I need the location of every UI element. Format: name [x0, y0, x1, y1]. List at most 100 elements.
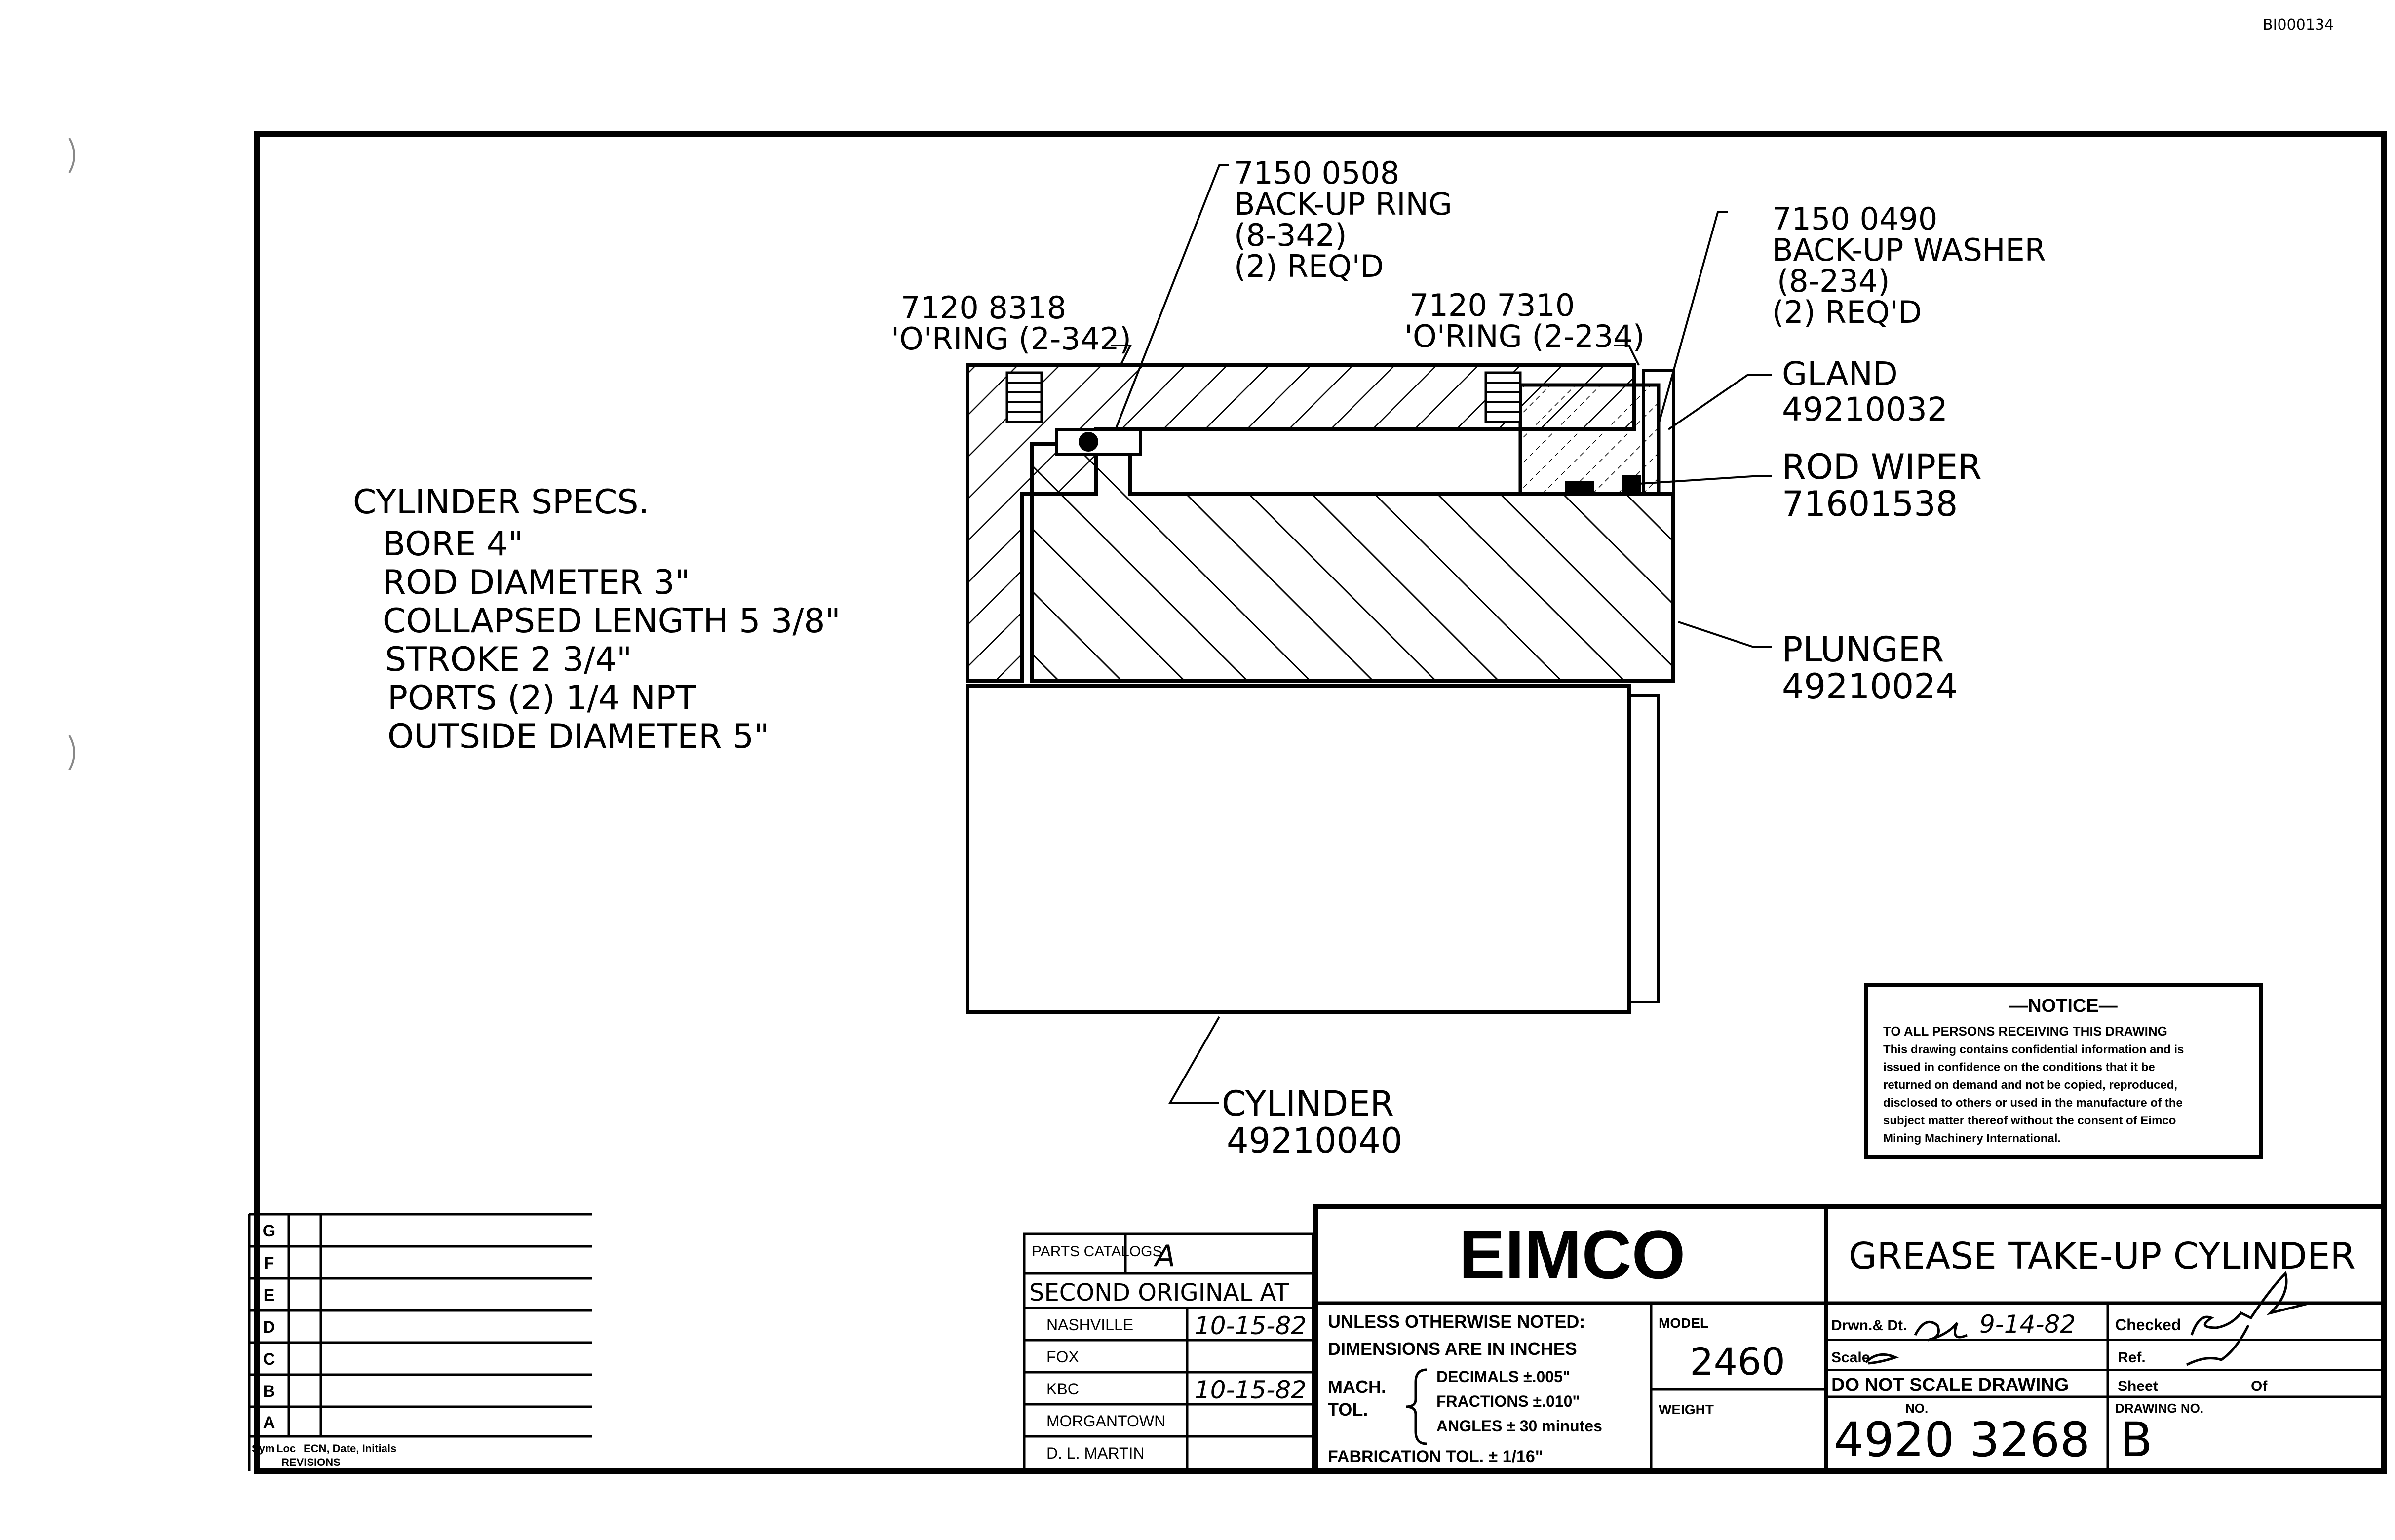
svg-text:Sym: Sym [252, 1442, 274, 1455]
svg-text:49210040: 49210040 [1227, 1120, 1402, 1161]
svg-text:DO NOT SCALE DRAWING: DO NOT SCALE DRAWING [1831, 1375, 2069, 1395]
svg-text:49210024: 49210024 [1782, 666, 1958, 707]
svg-text:DIMENSIONS ARE IN INCHES: DIMENSIONS ARE IN INCHES [1328, 1339, 1577, 1359]
svg-text:7120 7310: 7120 7310 [1409, 287, 1575, 323]
svg-text:UNLESS OTHERWISE NOTED:: UNLESS OTHERWISE NOTED: [1328, 1311, 1585, 1332]
callout-plunger: PLUNGER 49210024 [1782, 629, 1958, 707]
svg-text:(2) REQ'D: (2) REQ'D [1234, 248, 1384, 284]
svg-text:D. L. MARTIN: D. L. MARTIN [1046, 1444, 1145, 1462]
svg-text:NASHVILLE: NASHVILLE [1046, 1316, 1133, 1334]
svg-text:ROD DIAMETER 3": ROD DIAMETER 3" [383, 563, 690, 602]
svg-text:Sheet: Sheet [2118, 1378, 2158, 1394]
svg-text:MODEL: MODEL [1659, 1315, 1708, 1331]
svg-text:This drawing contains confiden: This drawing contains confidential infor… [1883, 1043, 2184, 1056]
svg-text:KBC: KBC [1046, 1380, 1079, 1398]
drawing-number: 4920 3268 [1834, 1412, 2090, 1467]
svg-text:SECOND ORIGINAL AT: SECOND ORIGINAL AT [1029, 1279, 1289, 1307]
svg-text:7150 0508: 7150 0508 [1234, 155, 1399, 191]
handwritten-signatures [1865, 1271, 2311, 1366]
revision-letter: B [2120, 1412, 2153, 1467]
svg-text:REVISIONS: REVISIONS [281, 1456, 341, 1468]
svg-text:DECIMALS ±.005": DECIMALS ±.005" [1436, 1368, 1570, 1386]
svg-text:10-15-82: 10-15-82 [1195, 1376, 1307, 1404]
svg-text:PORTS (2) 1/4 NPT: PORTS (2) 1/4 NPT [387, 679, 696, 718]
svg-text:10-15-82: 10-15-82 [1195, 1311, 1307, 1340]
svg-text:STROKE 2 3/4": STROKE 2 3/4" [385, 640, 632, 679]
cylinder-specs: CYLINDER SPECS. BORE 4" ROD DIAMETER 3" … [353, 483, 841, 756]
svg-text:DRAWING NO.: DRAWING NO. [2115, 1401, 2203, 1416]
svg-text:returned on demand and not be: returned on demand and not be copied, re… [1883, 1078, 2177, 1092]
model-number: 2460 [1690, 1340, 1785, 1384]
svg-text:FRACTIONS ±.010": FRACTIONS ±.010" [1436, 1392, 1580, 1410]
svg-text:(8-342): (8-342) [1234, 217, 1347, 253]
svg-text:A: A [1153, 1239, 1175, 1273]
svg-text:ROD WIPER: ROD WIPER [1782, 447, 1982, 487]
company-name: EIMCO [1459, 1216, 1686, 1293]
svg-text:Checked: Checked [2115, 1316, 2181, 1334]
scan-mark [68, 138, 75, 173]
svg-text:MACH.: MACH. [1328, 1377, 1386, 1397]
svg-text:CYLINDER: CYLINDER [1222, 1083, 1394, 1124]
svg-text:F: F [264, 1254, 274, 1272]
svg-text:BACK-UP RING: BACK-UP RING [1234, 186, 1452, 222]
svg-text:NO.: NO. [1905, 1401, 1928, 1416]
svg-text:disclosed to others or used in: disclosed to others or used in the manuf… [1883, 1096, 2183, 1110]
svg-text:MORGANTOWN: MORGANTOWN [1046, 1412, 1165, 1430]
svg-text:GLAND: GLAND [1782, 355, 1898, 393]
svg-text:Mining Machinery International: Mining Machinery International. [1883, 1132, 2061, 1145]
svg-text:C: C [263, 1350, 275, 1369]
svg-text:Of: Of [2251, 1378, 2268, 1394]
svg-text:7120 8318: 7120 8318 [901, 290, 1066, 326]
parts-catalogs-text: PARTS CATALOGS A SECOND ORIGINAL AT NASH… [1029, 1239, 1307, 1462]
callout-rod-wiper: ROD WIPER 71601538 [1782, 447, 1982, 524]
svg-text:ANGLES ± 30 minutes: ANGLES ± 30 minutes [1436, 1417, 1602, 1435]
svg-text:BORE 4": BORE 4" [383, 525, 523, 564]
svg-text:FOX: FOX [1046, 1348, 1079, 1366]
svg-text:TO ALL PERSONS RECEIVING THIS: TO ALL PERSONS RECEIVING THIS DRAWING [1883, 1024, 2167, 1039]
drawing-title: GREASE TAKE-UP CYLINDER [1849, 1235, 2356, 1277]
svg-text:BACK-UP WASHER: BACK-UP WASHER [1772, 232, 2046, 268]
svg-text:49210032: 49210032 [1782, 390, 1948, 428]
svg-text:issued in confidence on the co: issued in confidence on the conditions t… [1883, 1061, 2155, 1074]
svg-text:WEIGHT: WEIGHT [1659, 1402, 1714, 1417]
svg-text:7150 0490: 7150 0490 [1772, 201, 1937, 237]
scan-mark [68, 735, 75, 770]
svg-text:TOL.: TOL. [1328, 1399, 1368, 1420]
svg-text:9-14-82: 9-14-82 [1979, 1310, 2076, 1339]
callout-gland: GLAND 49210032 [1782, 355, 1948, 428]
svg-text:CYLINDER SPECS.: CYLINDER SPECS. [353, 483, 649, 522]
svg-text:(8-234): (8-234) [1777, 263, 1890, 299]
cylinder-cross-section [966, 363, 1675, 1014]
revisions-block [248, 1213, 592, 1471]
title-block [1313, 1204, 2387, 1473]
svg-text:B: B [263, 1382, 275, 1401]
revision-letters: G F E D C B A Sym Loc ECN, Date, Initial… [252, 1222, 396, 1468]
callout-cylinder: CYLINDER 49210040 [1222, 1083, 1402, 1161]
svg-text:PLUNGER: PLUNGER [1782, 629, 1944, 670]
title-block-text: EIMCO GREASE TAKE-UP CYLINDER UNLESS OTH… [1328, 1216, 2356, 1467]
svg-text:Loc: Loc [276, 1442, 296, 1455]
svg-text:FABRICATION TOL. ± 1/16": FABRICATION TOL. ± 1/16" [1328, 1447, 1543, 1466]
svg-text:G: G [263, 1222, 275, 1240]
callout-leaders [1111, 164, 1772, 1104]
svg-text:—NOTICE—: —NOTICE— [2009, 996, 2118, 1016]
svg-text:71601538: 71601538 [1782, 484, 1958, 524]
notice-box: —NOTICE— TO ALL PERSONS RECEIVING THIS D… [1864, 983, 2263, 1159]
svg-text:Ref.: Ref. [2118, 1349, 2146, 1366]
callout-backup-ring: 7150 0508 BACK-UP RING (8-342) (2) REQ'D [1234, 155, 1452, 284]
svg-text:Scale: Scale [1831, 1349, 1870, 1366]
callout-oring-342: 7120 8318 'O'RING (2-342) [891, 290, 1131, 357]
svg-text:A: A [263, 1413, 275, 1432]
svg-text:subject matter thereof without: subject matter thereof without the conse… [1883, 1114, 2176, 1127]
callout-oring-234: 7120 7310 'O'RING (2-234) [1404, 287, 1645, 354]
callout-backup-washer: 7150 0490 BACK-UP WASHER (8-234) (2) REQ… [1772, 201, 2046, 330]
svg-text:D: D [263, 1318, 275, 1337]
svg-text:(2) REQ'D: (2) REQ'D [1772, 294, 1922, 330]
document-code: BI000134 [2263, 16, 2334, 34]
svg-text:PARTS CATALOGS: PARTS CATALOGS [1032, 1243, 1162, 1260]
svg-text:Drwn.& Dt.: Drwn.& Dt. [1831, 1317, 1907, 1334]
svg-text:ECN, Date, Initials: ECN, Date, Initials [304, 1442, 396, 1455]
svg-text:E: E [264, 1286, 275, 1305]
svg-text:OUTSIDE DIAMETER 5": OUTSIDE DIAMETER 5" [387, 717, 769, 756]
